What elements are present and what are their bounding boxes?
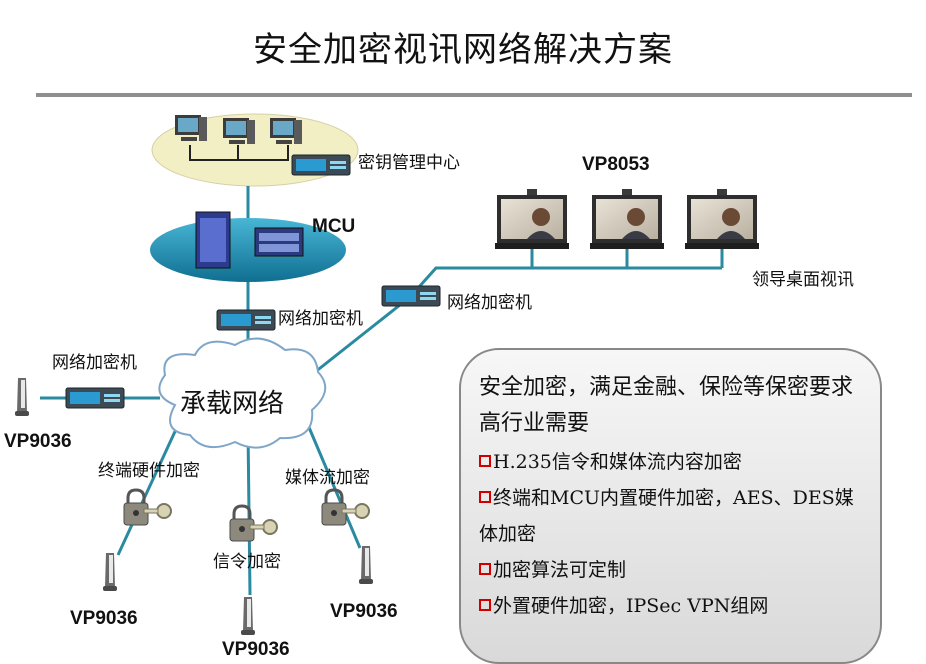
feature-item: 加密算法可定制 <box>479 552 866 588</box>
tv-icon <box>495 189 569 249</box>
encryptor-icon <box>65 387 125 409</box>
encryptor-label-left: 网络加密机 <box>52 353 137 373</box>
encryptor-icon <box>291 154 351 176</box>
key-center-label: 密钥管理中心 <box>358 153 460 173</box>
feature-item: H.235信令和媒体流内容加密 <box>479 444 866 480</box>
lock-icon <box>122 488 173 527</box>
encryptor-icon <box>216 309 276 331</box>
features-heading: 安全加密，满足金融、保险等保密要求高行业需要 <box>479 375 854 436</box>
feature-item: 终端和MCU内置硬件加密，AES、DES媒体加密 <box>479 487 854 545</box>
vp9036-label: VP9036 <box>70 608 138 629</box>
lock-icon <box>320 488 371 527</box>
media-encryption-label: 媒体流加密 <box>285 468 370 488</box>
vp8053-label: VP8053 <box>582 154 650 175</box>
bullet-square-icon <box>479 599 491 611</box>
carrier-network-label: 承载网络 <box>180 389 285 419</box>
tv-icon <box>685 189 759 249</box>
page-title: 安全加密视讯网络解决方案 <box>253 30 673 70</box>
desktop-video-label: 领导桌面视讯 <box>752 270 854 290</box>
phone-icon <box>103 553 117 591</box>
server-icon <box>254 227 304 257</box>
bullet-square-icon <box>479 563 491 575</box>
cloud-icon <box>158 337 327 449</box>
phone-icon <box>241 597 255 635</box>
bullet-square-icon <box>479 491 491 503</box>
bullet-square-icon <box>479 455 491 467</box>
encryptor-label-right: 网络加密机 <box>447 293 532 313</box>
feature-item: 外置硬件加密，IPSec VPN组网 <box>479 588 866 624</box>
tv-icon <box>590 189 664 249</box>
server-icon <box>195 211 231 269</box>
encryptor-label-center: 网络加密机 <box>278 309 363 329</box>
mcu-label: MCU <box>312 216 356 237</box>
features-panel: 安全加密，满足金融、保险等保密要求高行业需要 H.235信令和媒体流内容加密 终… <box>459 348 882 664</box>
vp9036-label: VP9036 <box>4 431 72 452</box>
title-divider <box>36 93 912 97</box>
terminal-hw-encryption-label: 终端硬件加密 <box>98 461 200 481</box>
signal-encryption-label: 信令加密 <box>213 552 281 572</box>
phone-icon <box>359 546 373 584</box>
vp9036-label: VP9036 <box>330 601 398 622</box>
phone-icon <box>15 378 29 416</box>
lock-icon <box>228 504 279 543</box>
encryptor-icon <box>381 285 441 307</box>
vp9036-label: VP9036 <box>222 639 290 660</box>
